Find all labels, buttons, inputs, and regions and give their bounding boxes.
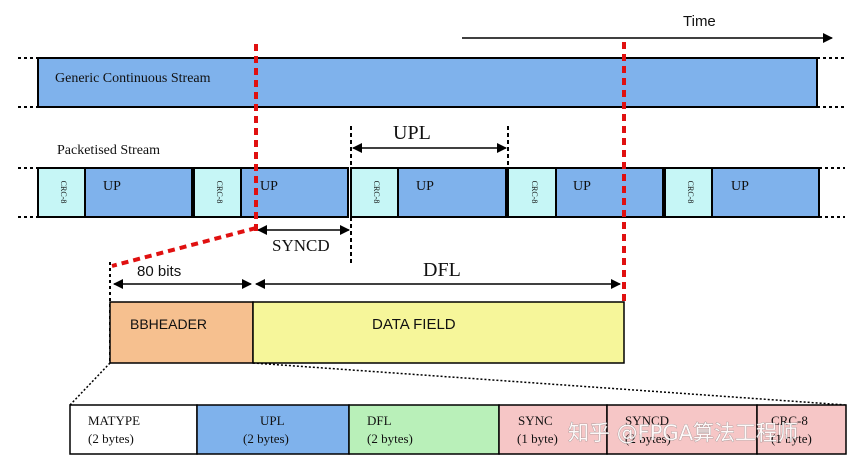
header-field-dfl: DFL (2 bytes)	[348, 404, 500, 455]
crc8-label: CRC-8	[686, 181, 695, 204]
crc8-label: CRC-8	[530, 181, 539, 204]
header-field-upl: UPL (2 bytes)	[196, 404, 350, 455]
generic-stream-bar	[37, 57, 818, 108]
field-size: (2 bytes)	[243, 431, 289, 446]
packetised-stream-label: Packetised Stream	[57, 143, 160, 158]
up-label: UP	[260, 179, 278, 194]
field-box	[756, 404, 847, 455]
bbheader-box	[109, 301, 254, 364]
field-name: CRC-8	[771, 413, 808, 428]
field-box	[69, 404, 198, 455]
field-size: (1 byte)	[517, 431, 558, 446]
crc8-box	[193, 167, 242, 218]
up-box	[555, 167, 664, 218]
field-name: MATYPE	[88, 413, 140, 428]
zoom-line-left	[69, 362, 111, 406]
user-packet: CRC-8 UP	[350, 167, 507, 218]
up-label: UP	[103, 179, 121, 194]
data-field-label: DATA FIELD	[372, 316, 456, 333]
zoom-line-right	[252, 362, 847, 406]
crc8-box	[507, 167, 557, 218]
header-field-matype: MATYPE (2 bytes)	[69, 404, 198, 455]
field-box	[348, 404, 500, 455]
field-name: DFL	[367, 413, 392, 428]
field-size: (2 bytes)	[367, 431, 413, 446]
time-label: Time	[683, 13, 716, 30]
field-size: (2 bytes)	[625, 431, 671, 446]
field-name: SYNC	[518, 413, 553, 428]
data-field-box	[252, 301, 625, 364]
up-box	[397, 167, 507, 218]
user-packet: CRC-8 UP	[507, 167, 664, 218]
zoom-lines	[69, 362, 847, 406]
up-label: UP	[416, 179, 434, 194]
frame-markers	[111, 42, 626, 302]
bbframe: 80 bits DFL BBHEADER DATA FIELD	[109, 259, 625, 364]
field-box	[606, 404, 758, 455]
packetised-stream: Packetised Stream CRC-8 UP CRC-8 UP CRC-…	[18, 143, 845, 218]
frame-start-diagonal	[111, 226, 257, 268]
up-label: UP	[573, 179, 591, 194]
bbheader-label: BBHEADER	[130, 316, 207, 332]
time-axis: Time	[462, 13, 833, 43]
up-box	[84, 167, 193, 218]
crc8-box	[664, 167, 713, 218]
header-field-syncd: SYNCD (2 bytes)	[606, 404, 758, 455]
generic-continuous-stream: Generic Continuous Stream	[18, 57, 845, 108]
header-bits-label: 80 bits	[137, 263, 181, 280]
crc8-label: CRC-8	[215, 181, 224, 204]
field-box	[196, 404, 350, 455]
field-name: SYNCD	[625, 413, 669, 428]
field-name: UPL	[260, 413, 285, 428]
user-packet: CRC-8 UP	[664, 167, 820, 218]
upl-dimension: UPL	[350, 122, 509, 168]
crc8-label: CRC-8	[59, 181, 68, 204]
user-packet: CRC-8 UP	[37, 167, 193, 218]
crc8-label: CRC-8	[372, 181, 381, 204]
dfl-label: DFL	[423, 259, 461, 281]
syncd-label: SYNCD	[272, 236, 330, 255]
syncd-dimension: SYNCD	[257, 217, 352, 264]
up-box	[711, 167, 820, 218]
user-packet: CRC-8 UP	[193, 167, 349, 218]
header-fields: MATYPE (2 bytes) UPL (2 bytes) DFL (2 by…	[69, 404, 847, 455]
header-field-crc8: CRC-8 (1 byte)	[756, 404, 847, 455]
up-box	[240, 167, 349, 218]
generic-stream-label: Generic Continuous Stream	[55, 71, 211, 86]
watermark: 知乎 @FPGA算法工程师	[568, 421, 798, 445]
up-label: UP	[731, 179, 749, 194]
upl-label: UPL	[393, 122, 431, 144]
field-size: (2 bytes)	[88, 431, 134, 446]
field-size: (1 byte)	[771, 431, 812, 446]
